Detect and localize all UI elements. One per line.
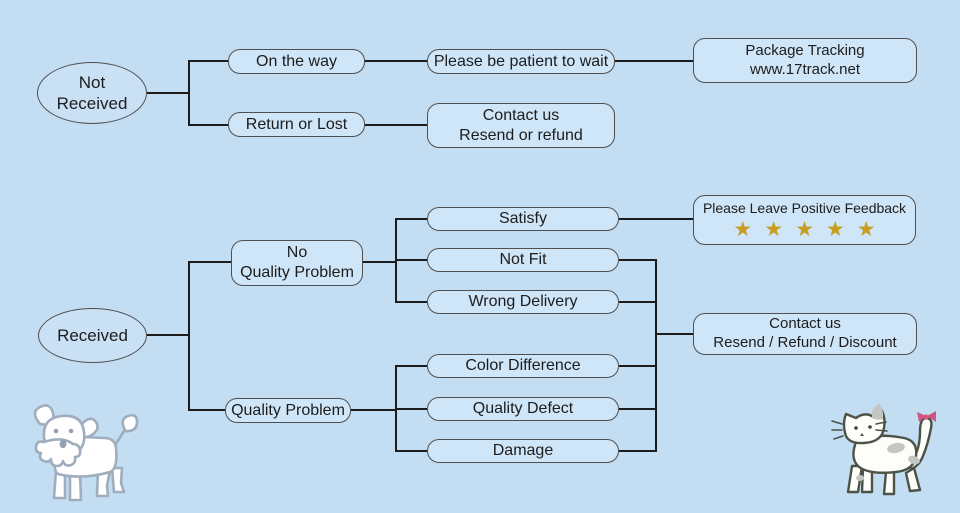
node-not-received: Not Received: [37, 62, 147, 124]
connector-line: [351, 409, 396, 411]
connector-line: [395, 218, 427, 220]
connector-line: [619, 218, 693, 220]
node-not-fit: Not Fit: [427, 248, 619, 272]
star-rating-icon: ★★★★★: [733, 218, 888, 242]
connector-line: [188, 261, 190, 411]
node-on-the-way: On the way: [228, 49, 365, 74]
connector-line: [619, 301, 655, 303]
connector-line: [619, 450, 655, 452]
node-quality-defect: Quality Defect: [427, 397, 619, 421]
node-label: Color Difference: [465, 357, 581, 374]
dog-illustration: [33, 404, 139, 502]
node-label: On the way: [256, 52, 337, 70]
node-please-be-patient: Please be patient to wait: [427, 49, 615, 74]
node-label: Received: [57, 325, 128, 345]
cat-illustration: [831, 403, 936, 496]
node-label: Contact us Resend or refund: [459, 106, 583, 144]
node-contact-us-resend-refund-discount: Contact us Resend / Refund / Discount: [693, 313, 917, 355]
connector-line: [365, 124, 427, 126]
connector-line: [365, 60, 427, 62]
node-label: Not Fit: [499, 251, 547, 268]
node-contact-us-resend-refund: Contact us Resend or refund: [427, 103, 615, 148]
node-satisfy: Satisfy: [427, 207, 619, 231]
node-label: Quality Problem: [231, 401, 345, 419]
node-label: Package Tracking www.17track.net: [745, 41, 865, 78]
node-label: Wrong Delivery: [468, 293, 578, 310]
connector-line: [619, 259, 655, 261]
node-wrong-delivery: Wrong Delivery: [427, 290, 619, 314]
connector-line: [655, 333, 693, 335]
node-quality-problem: Quality Problem: [225, 398, 351, 423]
node-label: Return or Lost: [245, 115, 348, 133]
node-label: Not Received: [56, 72, 128, 113]
connector-line: [615, 60, 693, 62]
connector-line: [395, 450, 427, 452]
connector-line: [619, 365, 655, 367]
connector-line: [188, 261, 231, 263]
connector-line: [395, 365, 427, 367]
node-color-difference: Color Difference: [427, 354, 619, 378]
node-return-or-lost: Return or Lost: [228, 112, 365, 137]
node-label: Please Leave Positive Feedback: [702, 199, 907, 216]
node-no-quality-problem: No Quality Problem: [231, 240, 363, 286]
connector-line: [395, 259, 427, 261]
connector-line: [395, 408, 427, 410]
node-damage: Damage: [427, 439, 619, 463]
connector-line: [655, 259, 657, 452]
node-package-tracking: Package Tracking www.17track.net: [693, 38, 917, 83]
connector-line: [188, 60, 190, 126]
node-label: Quality Defect: [472, 400, 574, 417]
node-positive-feedback: Please Leave Positive Feedback ★★★★★: [693, 195, 916, 245]
connector-line: [188, 409, 225, 411]
node-label: Satisfy: [498, 210, 547, 227]
connector-line: [147, 334, 188, 336]
connector-line: [619, 408, 655, 410]
node-label: No Quality Problem: [240, 244, 354, 281]
node-label: Contact us Resend / Refund / Discount: [713, 315, 897, 351]
connector-line: [188, 124, 228, 126]
node-received: Received: [38, 308, 147, 363]
connector-line: [363, 261, 396, 263]
node-label: Damage: [492, 442, 554, 459]
node-label: Please be patient to wait: [433, 52, 609, 70]
connector-line: [395, 301, 427, 303]
connector-line: [147, 92, 188, 94]
connector-line: [188, 60, 228, 62]
